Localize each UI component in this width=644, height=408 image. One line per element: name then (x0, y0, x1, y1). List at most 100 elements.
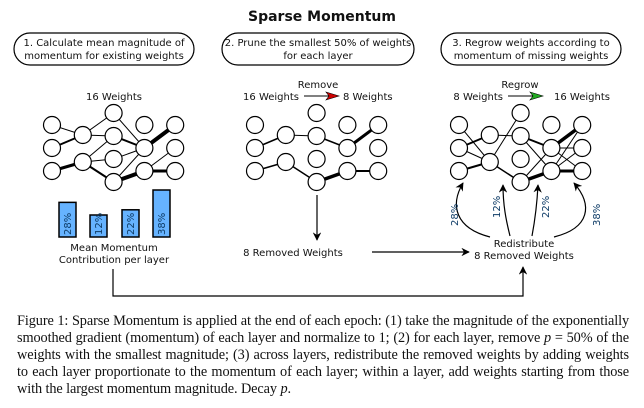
momentum-bar-chart: 28% 12% 22% 38% (58, 189, 171, 238)
step-3-pill: 3. Regrow weights according to momentum … (440, 32, 622, 66)
weight-edge (489, 112, 522, 163)
redistribute-arrow-layer2 (498, 184, 511, 237)
bar-value-label: 12% (94, 213, 105, 235)
redistribute-arrow-layer3 (531, 184, 542, 237)
neuron-node (511, 172, 530, 192)
neuron-node (542, 138, 561, 158)
redistribute-removed-label: 8 Removed Weights (474, 251, 574, 262)
weight-edge (550, 124, 583, 172)
bars-caption-line2: Contribution per layer (59, 255, 170, 266)
neuron-node (104, 126, 123, 146)
neuron-node (449, 115, 469, 135)
neuron-node (511, 103, 530, 123)
neuron-node (307, 172, 326, 192)
panel2-from-label: 16 Weights (243, 92, 299, 103)
neuron-node (276, 152, 295, 172)
neuron-node (135, 161, 154, 181)
neuron-node (166, 115, 185, 135)
momentum-bar (89, 214, 108, 238)
step-2-line1: 2. Prune the smallest 50% of weights (225, 38, 412, 49)
bar-value-label: 28% (63, 213, 74, 235)
neuron-node (245, 161, 265, 181)
momentum-bar (152, 189, 171, 238)
figure-caption: Figure 1: Sparse Momentum is applied at … (17, 313, 629, 398)
redistribute-percent-label: 28% (450, 204, 461, 226)
redistribute-label: Redistribute (494, 239, 555, 250)
neuron-node (480, 152, 499, 172)
neuron-node (369, 161, 388, 181)
neuron-node (338, 115, 357, 135)
remove-label: Remove (298, 80, 339, 91)
neuron-node (166, 138, 185, 158)
neuron-node (369, 138, 388, 158)
redistribute-percent-labels: 28% 12% 22% 38% (450, 196, 603, 226)
neuron-node (104, 149, 123, 169)
neuron-node (511, 126, 530, 146)
panel2-to-label: 8 Weights (343, 92, 393, 103)
neuron-node (449, 138, 469, 158)
step-3-line2: momentum of missing weights (454, 51, 609, 62)
remove-arrow-head-icon (325, 91, 341, 101)
redistribute-percent-label: 12% (492, 196, 503, 218)
neuron-node (166, 161, 185, 181)
momentum-to-redistribute-connector (112, 266, 528, 297)
network-full-16-weights (42, 103, 185, 192)
neuron-node (573, 161, 592, 181)
step-3-line1: 3. Regrow weights according to (452, 38, 609, 49)
neuron-node (245, 115, 265, 135)
neuron-node (104, 172, 123, 192)
caption-suffix: . (287, 381, 292, 397)
neuron-node (42, 161, 62, 181)
neuron-node (135, 115, 154, 135)
bar-value-label: 38% (157, 213, 168, 235)
regrow-label: Regrow (501, 80, 538, 91)
caption-var-p: p (544, 330, 552, 346)
momentum-bar (58, 201, 77, 238)
neuron-node (42, 138, 62, 158)
caption-prefix: Figure 1: Sparse Momentum is applied at … (17, 313, 629, 346)
step-2-pill: 2. Prune the smallest 50% of weights for… (221, 32, 415, 66)
neuron-node (276, 125, 295, 145)
momentum-bar (121, 209, 140, 238)
neuron-node (73, 152, 92, 172)
neuron-node (135, 138, 154, 158)
diagram-title: Sparse Momentum (248, 9, 396, 25)
neuron-node (480, 125, 499, 145)
caption-end-var: p (280, 381, 288, 397)
caption-mid: = 50% of the weights with the smallest m… (17, 330, 629, 397)
neuron-node (542, 115, 561, 135)
bars-caption-line1: Mean Momentum (70, 243, 157, 254)
neuron-node (338, 138, 357, 158)
bar-value-label: 22% (126, 213, 137, 235)
panel3-to-label: 16 Weights (554, 92, 610, 103)
step-1-pill: 1. Calculate mean magnitude of momentum … (13, 32, 195, 66)
neuron-node (73, 125, 92, 145)
panel1-weights-label: 16 Weights (86, 92, 142, 103)
network-pruned-8-weights (245, 103, 388, 192)
regrow-arrow-head-icon (529, 91, 545, 101)
neuron-node (449, 161, 469, 181)
redistribute-percent-label: 22% (541, 196, 552, 218)
neuron-node (307, 103, 326, 123)
neuron-node (104, 103, 123, 123)
neuron-node (542, 161, 561, 181)
step-1-line2: momentum for existing weights (24, 51, 184, 62)
removed-weights-label: 8 Removed Weights (243, 248, 343, 259)
network-regrown-16-weights (449, 103, 592, 192)
redistribute-arrow-layer1 (455, 182, 491, 238)
step-2-line2: for each layer (283, 51, 353, 62)
neuron-node (369, 115, 388, 135)
neuron-node (511, 149, 530, 169)
redistribute-percent-label: 38% (592, 204, 603, 226)
redistribute-arrow-layer4 (553, 182, 587, 238)
neuron-node (307, 149, 326, 169)
neuron-node (573, 138, 592, 158)
neuron-node (338, 161, 357, 181)
panel3-from-label: 8 Weights (453, 92, 503, 103)
neuron-node (42, 115, 62, 135)
neuron-node (307, 126, 326, 146)
sparse-momentum-diagram: Sparse Momentum 1. Calculate mean magnit… (13, 9, 622, 297)
neuron-node (573, 115, 592, 135)
neuron-node (245, 138, 265, 158)
step-1-line1: 1. Calculate mean magnitude of (23, 38, 185, 49)
